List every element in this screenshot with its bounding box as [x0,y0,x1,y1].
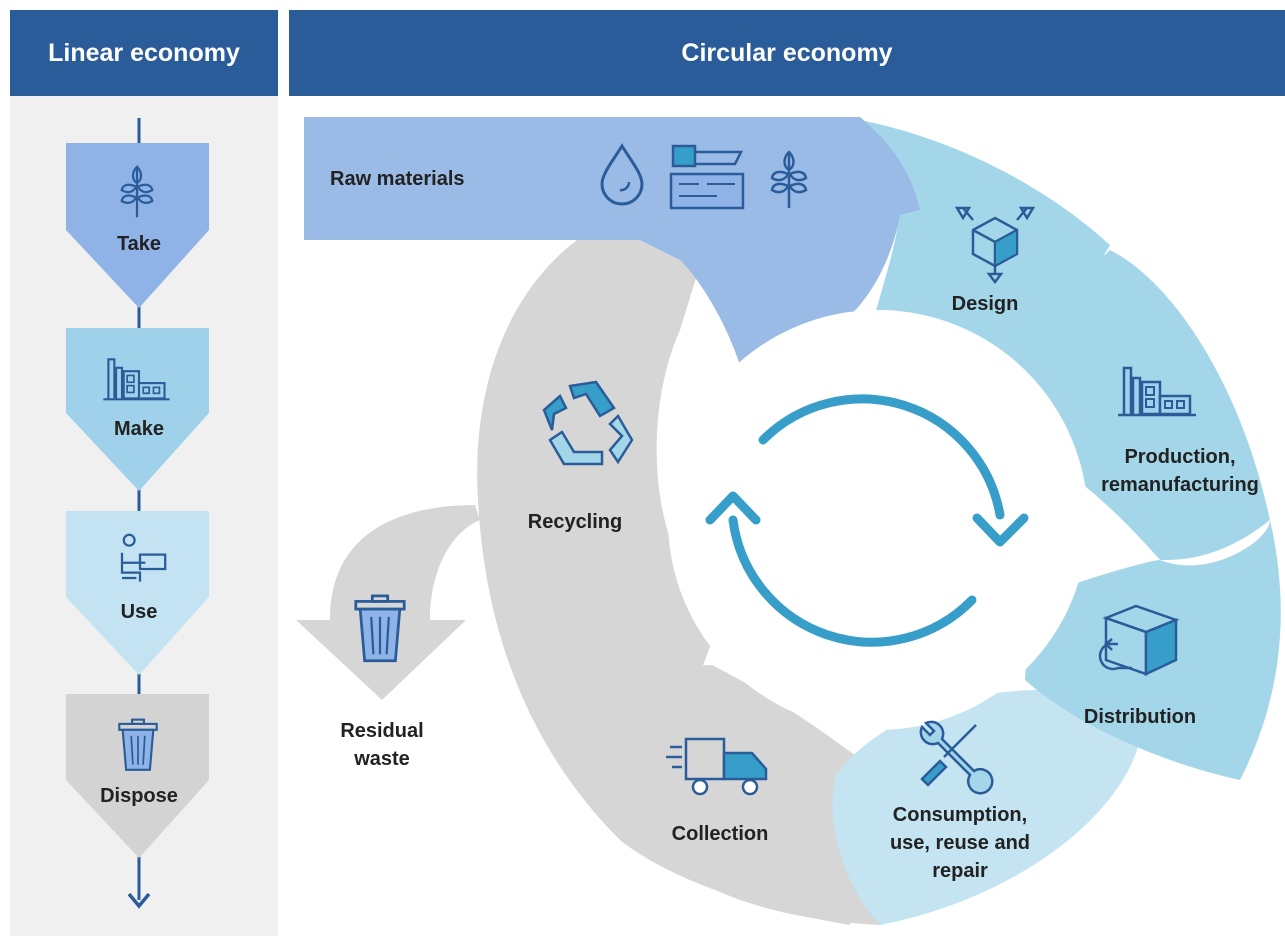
recycling-stage-shape [477,225,870,925]
recycling-icon [542,380,634,466]
production-label: Production, remanufacturing [1101,446,1259,496]
dispose-step-shape [66,694,209,858]
cycle-arrow-top [758,394,1005,520]
collection-stage-shape [590,665,880,925]
collection-label: Collection [671,823,769,845]
production-stage-shape [940,250,1270,560]
cycle-arrow-bottom [728,515,977,647]
circular-economy-title: Circular economy [681,38,893,67]
circular-economy-header: Circular economy [289,10,1285,96]
linear-flow-arrowhead [127,892,151,909]
water-drop-icon [600,143,644,206]
cycle-arrowhead-left [705,491,761,525]
raw-materials-label: Raw materials [330,168,465,190]
linear-economy-header: Linear economy [10,10,278,96]
use-label: Use [120,601,158,623]
recycling-label: Recycling [527,511,623,533]
design-cube-icon [954,206,1036,285]
wrench-screwdriver-icon [919,720,994,795]
distribution-box-icon [1098,604,1180,676]
dispose-label: Dispose [100,785,178,807]
distribution-label: Distribution [1083,706,1197,728]
take-label: Take [116,233,162,255]
residual-waste-label: Residual waste [340,720,424,770]
make-step-shape [66,328,209,491]
raw-materials-arrow [304,117,920,365]
center-circle [668,310,1088,730]
design-label: Design [951,293,1019,315]
use-step-shape [66,511,209,675]
make-label: Make [113,418,165,440]
linear-economy-title: Linear economy [48,38,240,67]
timber-saw-icon [669,144,745,210]
consumption-stage-shape [832,690,1140,925]
consumption-label: Consumption, use, reuse and repair [889,804,1031,882]
take-step-shape [66,143,209,308]
cycle-arrowhead-right [972,513,1029,547]
delivery-truck-icon [666,737,768,796]
